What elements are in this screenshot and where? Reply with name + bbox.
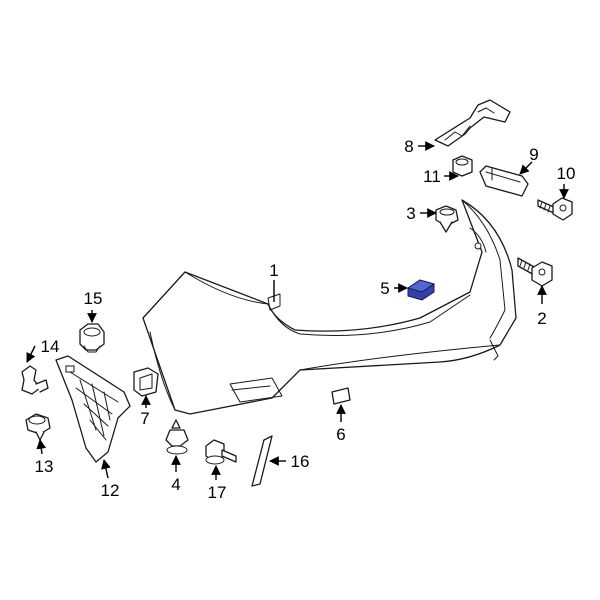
callout-16: 16 xyxy=(291,452,310,471)
push-clip-part-14 xyxy=(21,365,49,395)
leader-9 xyxy=(519,161,533,175)
callout-15: 15 xyxy=(84,289,103,308)
upper-retainer-bracket xyxy=(434,99,511,147)
pad-part-6 xyxy=(331,387,351,405)
callout-13: 13 xyxy=(35,457,54,476)
bolt-part-10 xyxy=(537,197,573,221)
bumper-cover xyxy=(142,199,517,415)
highlighted-pad-part-5 xyxy=(406,279,436,301)
callout-11: 11 xyxy=(423,167,441,186)
push-rivet-part-4 xyxy=(165,419,189,455)
callout-7: 7 xyxy=(140,409,149,428)
side-bracket xyxy=(479,165,529,197)
leader-13 xyxy=(36,439,47,455)
bolt-part-17 xyxy=(205,439,237,465)
clip-part-3 xyxy=(435,205,459,233)
callout-12: 12 xyxy=(101,481,120,500)
bolt-part-2 xyxy=(517,257,553,287)
leader-14 xyxy=(26,345,36,363)
callout-17: 17 xyxy=(208,483,227,502)
callout-14: 14 xyxy=(41,337,60,356)
callout-3: 3 xyxy=(406,204,415,223)
callout-9: 9 xyxy=(529,145,538,164)
callout-6: 6 xyxy=(336,425,345,444)
push-clip-part-13 xyxy=(25,413,51,441)
callout-1: 1 xyxy=(269,261,278,280)
callout-10: 10 xyxy=(557,164,576,183)
callout-8: 8 xyxy=(404,137,413,156)
nut-clip-part-7 xyxy=(133,367,159,397)
nut-part-11 xyxy=(452,155,473,177)
callout-4: 4 xyxy=(171,475,180,494)
side-bracket-part-12 xyxy=(55,355,131,463)
callout-2: 2 xyxy=(537,309,546,328)
callout-5: 5 xyxy=(380,279,389,298)
leader-12 xyxy=(101,459,111,479)
reflector-part-16 xyxy=(251,435,273,487)
nut-part-15 xyxy=(79,323,105,353)
